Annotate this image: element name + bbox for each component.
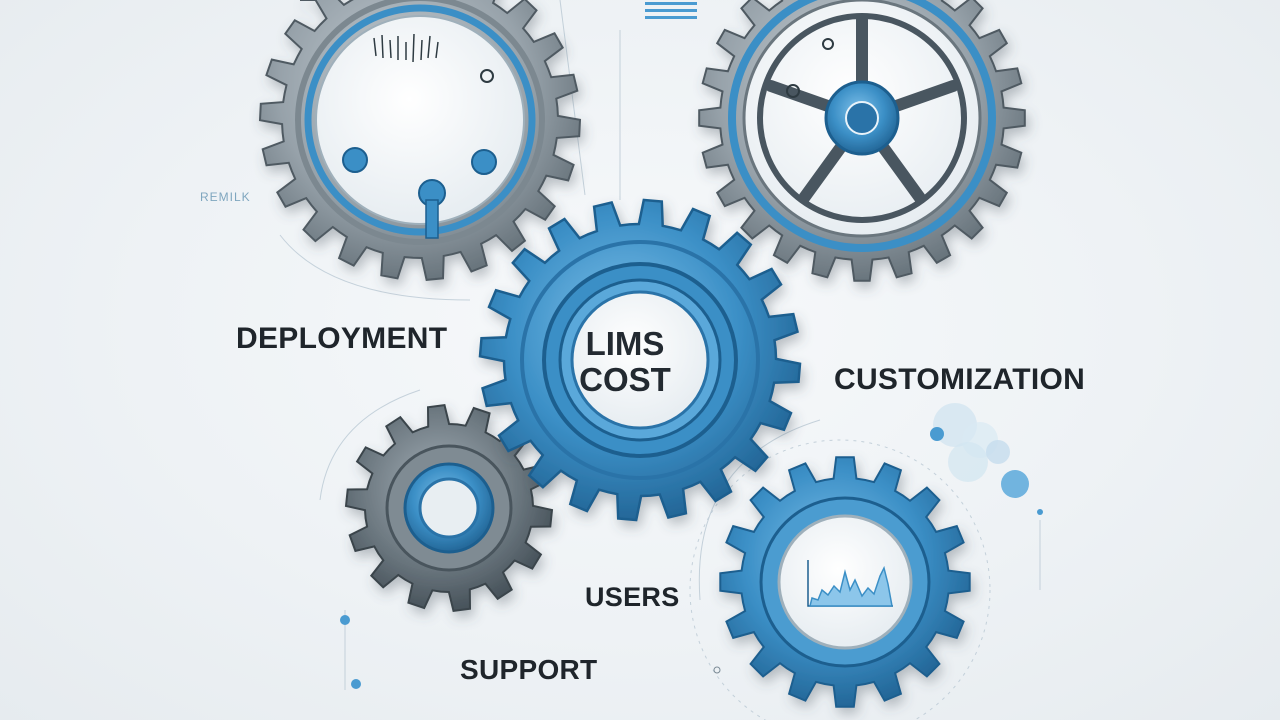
turbine-bolt-top	[822, 38, 834, 50]
gauge-gear-face	[315, 15, 525, 225]
turbine-hub-inner	[845, 101, 879, 135]
lims-cost-gear-icon	[478, 198, 802, 522]
customization-label: CUSTOMIZATION	[834, 363, 1086, 396]
gauge-gear-rim	[295, 0, 545, 245]
side-note-text: REMILK	[200, 190, 251, 204]
gauge-ticks	[373, 33, 439, 63]
lims-cost-line-1: LIMS	[585, 325, 665, 362]
chart-gear-icon	[719, 456, 971, 708]
guide-arc-bottom-left	[319, 389, 421, 501]
menu-lines-icon	[645, 2, 697, 19]
support-gear-hole	[418, 477, 480, 539]
gauge-knob-left	[342, 147, 368, 173]
guide-ring-right	[689, 439, 991, 720]
guide-arc-left	[279, 234, 471, 301]
gauge-dot-right	[480, 69, 494, 83]
turbine-outer-ring	[728, 0, 996, 252]
gauge-knob-right	[471, 149, 497, 175]
mini-chart-area	[809, 565, 893, 607]
lims-cost-face	[570, 290, 710, 430]
decorative-bubbles	[340, 403, 1043, 689]
lims-cost-outer-ring	[520, 240, 760, 480]
gauge-gear-blue-ring	[304, 4, 536, 236]
turbine-gear-icon	[698, 0, 1026, 282]
lims-cost-label: LIMS COST	[545, 326, 705, 398]
support-gear-icon	[344, 403, 554, 613]
turbine-bolt-left	[786, 84, 800, 98]
guide-line-top-right	[559, 0, 586, 196]
lims-cost-line-2: COST	[579, 361, 671, 398]
deployment-label: DEPLOYMENT	[236, 322, 448, 355]
users-label: USERS	[585, 582, 680, 612]
gauge-gear-icon	[258, 0, 582, 281]
support-label: SUPPORT	[460, 654, 598, 685]
gauge-stem	[425, 199, 439, 239]
